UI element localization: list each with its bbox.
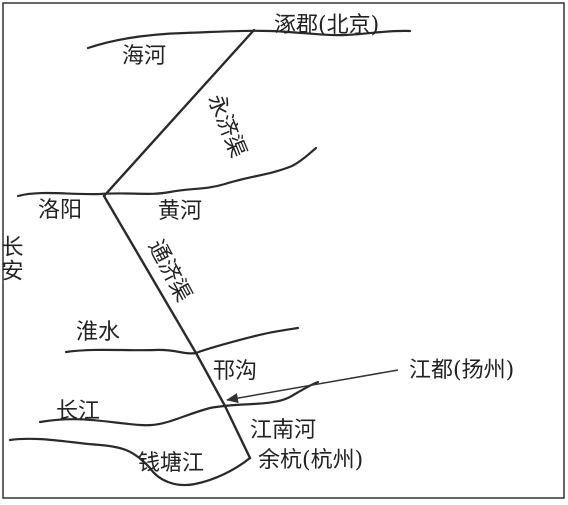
haihe-river-line [86,29,412,50]
canal-label-yongjiqu: 永济渠 [202,91,250,162]
place-label-changan: 长安 [0,235,23,283]
place-label-luoyang: 洛阳 [38,198,82,223]
yongjiqu-canal-line [102,28,256,198]
canal-label-tongjiqu: 通济渠 [143,236,196,306]
jiangnanhe-canal-line [223,404,252,460]
map-frame [2,2,565,499]
river-label-qiantangjiang: 钱塘江 [138,451,204,476]
qiantangjiang-river-line [8,437,252,487]
place-label-zhuojun: 涿郡(北京) [274,13,379,38]
canal-label-hangou: 邗沟 [213,359,257,384]
huanghe-river-line [16,146,318,198]
river-label-huaishui: 淮水 [76,320,120,345]
place-label-jiangdu: 江都(扬州) [409,358,514,383]
river-label-changjiang: 长江 [56,399,100,424]
canal-label-jiangnanhe: 江南河 [250,418,316,443]
hangou-canal-line [194,351,227,408]
jiangdu-pointer-arrow [226,369,399,404]
place-label-yuhang: 余杭(杭州) [258,448,363,473]
changjiang-river-line [38,380,320,427]
river-label-huanghe: 黄河 [158,199,202,224]
river-label-haihe: 海河 [122,44,166,69]
tongjiqu-canal-line [102,194,198,355]
